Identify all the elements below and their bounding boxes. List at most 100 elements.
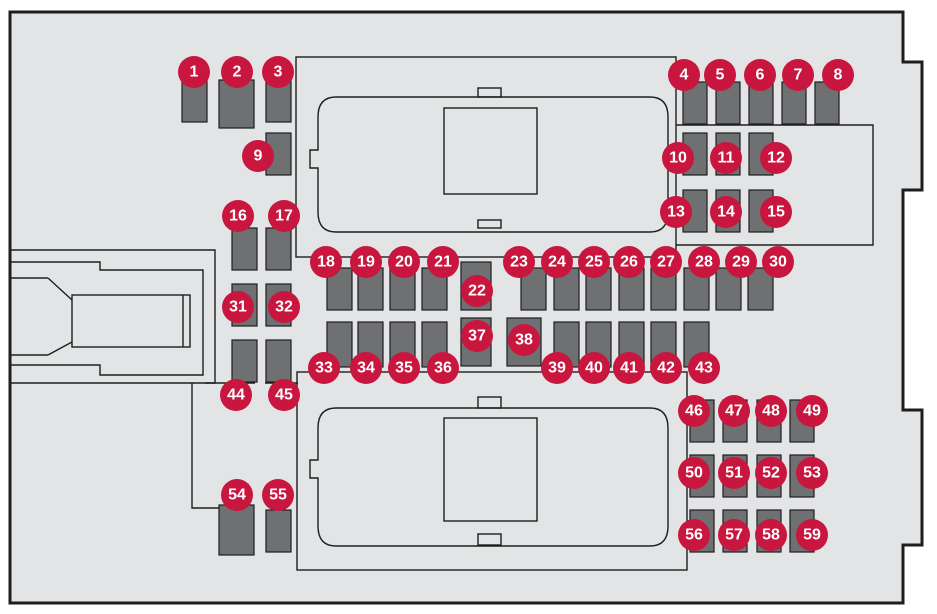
fuse-badge-9: 9 — [242, 140, 274, 172]
fuse-badge-circle — [718, 519, 750, 551]
fuse-badge-23: 23 — [503, 246, 535, 278]
fuse-badge-circle — [710, 142, 742, 174]
fuse-number-label: 9 — [254, 148, 263, 165]
fuse-badge-6: 6 — [744, 59, 776, 91]
fuse-13 — [682, 189, 708, 233]
fuse-badge-circle — [762, 246, 794, 278]
fuse-number-label: 37 — [468, 328, 486, 345]
fuse-badge-circle — [388, 246, 420, 278]
fuse-badge-circle — [688, 246, 720, 278]
fuse-number-label: 51 — [725, 465, 743, 482]
fuse-number-label: 6 — [756, 67, 765, 84]
fuse-badge-circle — [541, 246, 573, 278]
fuse-number-label: 47 — [725, 403, 743, 420]
fuse-number-label: 20 — [395, 254, 413, 271]
fuse-badge-circle — [262, 56, 294, 88]
fuse-number-label: 1 — [190, 64, 199, 81]
fuse-badge-50: 50 — [678, 457, 710, 489]
fuse-badge-circle — [268, 200, 300, 232]
fuse-badge-24: 24 — [541, 246, 573, 278]
fuse-number-label: 13 — [667, 204, 685, 221]
fuse-number-label: 43 — [695, 360, 713, 377]
fuse-2 — [218, 79, 255, 129]
fuse-badge-circle — [662, 142, 694, 174]
fuse-number-label: 35 — [395, 360, 413, 377]
fuse-badge-circle — [725, 246, 757, 278]
connector-block — [10, 249, 216, 384]
fuse-badge-circle — [760, 142, 792, 174]
fuse-badge-circle — [268, 291, 300, 323]
fuse-number-label: 25 — [585, 254, 603, 271]
fuse-badge-8: 8 — [822, 59, 854, 91]
fuse-badge-circle — [650, 246, 682, 278]
fuse-badge-circle — [221, 56, 253, 88]
fuse-badge-circle — [650, 352, 682, 384]
fuse-badge-37: 37 — [461, 320, 493, 352]
fuse-badge-circle — [308, 352, 340, 384]
fuse-badge-27: 27 — [650, 246, 682, 278]
fuse-number-label: 24 — [548, 254, 566, 271]
fuse-badge-14: 14 — [710, 196, 742, 228]
fuse-badge-circle — [678, 457, 710, 489]
fuse-badge-57: 57 — [718, 519, 750, 551]
fuse-badge-38: 38 — [508, 324, 540, 356]
fuse-badge-circle — [388, 352, 420, 384]
fuse-badge-3: 3 — [262, 56, 294, 88]
fuse-number-label: 32 — [275, 299, 293, 316]
fuse-badge-32: 32 — [268, 291, 300, 323]
fuse-badge-33: 33 — [308, 352, 340, 384]
fuse-badge-circle — [461, 275, 493, 307]
fuse-number-label: 42 — [657, 360, 675, 377]
fuse-badge-43: 43 — [688, 352, 720, 384]
fuse-number-label: 19 — [357, 254, 375, 271]
fuse-badge-circle — [782, 59, 814, 91]
fuse-badge-59: 59 — [796, 519, 828, 551]
fuse-badge-circle — [688, 352, 720, 384]
fuse-badge-circle — [796, 457, 828, 489]
fuse-badge-35: 35 — [388, 352, 420, 384]
fuse-badge-56: 56 — [678, 519, 710, 551]
fuse-number-label: 55 — [269, 487, 287, 504]
fuse-badge-52: 52 — [755, 457, 787, 489]
fuse-badge-21: 21 — [427, 246, 459, 278]
fuse-number-label: 27 — [657, 254, 675, 271]
fuse-number-label: 36 — [434, 360, 452, 377]
fuse-number-label: 17 — [275, 208, 293, 225]
fuse-number-label: 16 — [229, 208, 247, 225]
fuse-number-label: 7 — [794, 67, 803, 84]
fuse-badge-circle — [755, 457, 787, 489]
fuse-55 — [265, 509, 292, 553]
fuse-number-label: 21 — [434, 254, 452, 271]
fuse-badge-circle — [796, 519, 828, 551]
fuse-badge-46: 46 — [678, 395, 710, 427]
fuse-badge-34: 34 — [350, 352, 382, 384]
fuse-badge-16: 16 — [222, 200, 254, 232]
fuse-badge-22: 22 — [461, 275, 493, 307]
fuse-badge-40: 40 — [578, 352, 610, 384]
fuse-number-label: 5 — [716, 67, 725, 84]
fuse-badge-4: 4 — [668, 59, 700, 91]
fuse-badge-42: 42 — [650, 352, 682, 384]
fuse-badge-circle — [660, 196, 692, 228]
fuse-badge-39: 39 — [541, 352, 573, 384]
fuse-badge-17: 17 — [268, 200, 300, 232]
fuse-badge-circle — [718, 395, 750, 427]
fuse-number-label: 8 — [834, 67, 843, 84]
fuse-badge-circle — [755, 519, 787, 551]
fuse-number-label: 54 — [228, 487, 246, 504]
fuse-badge-47: 47 — [718, 395, 750, 427]
fuse-badge-29: 29 — [725, 246, 757, 278]
fuse-badge-51: 51 — [718, 457, 750, 489]
fuse-badge-30: 30 — [762, 246, 794, 278]
fuse-number-label: 12 — [767, 150, 785, 167]
fuse-number-label: 29 — [732, 254, 750, 271]
fuse-number-label: 39 — [548, 360, 566, 377]
fuse-badge-19: 19 — [350, 246, 382, 278]
fuse-number-label: 50 — [685, 465, 703, 482]
fuse-number-label: 22 — [468, 283, 486, 300]
fuse-badge-circle — [427, 352, 459, 384]
fuse-badge-circle — [718, 457, 750, 489]
fuse-badge-circle — [427, 246, 459, 278]
fuse-badge-circle — [578, 352, 610, 384]
fuse-badge-2: 2 — [221, 56, 253, 88]
